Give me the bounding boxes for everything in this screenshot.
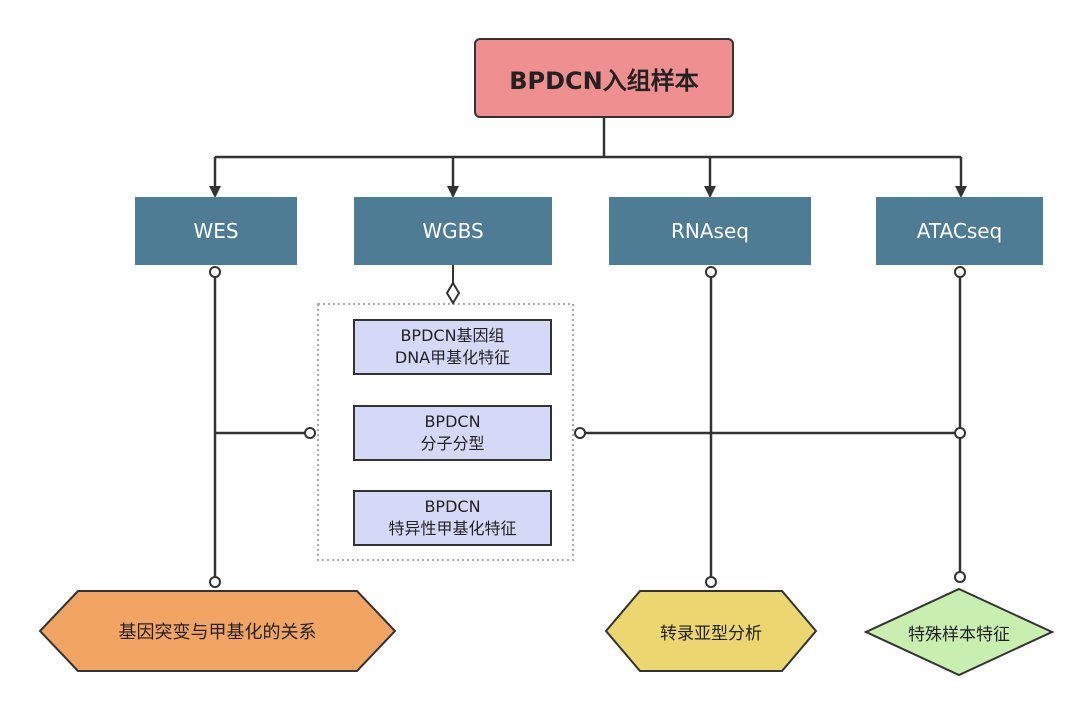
root-label: BPDCN入组样本 (509, 66, 699, 95)
wgbs-aggregation-connector (445, 265, 461, 305)
atacseq-connector (580, 273, 962, 577)
outcome-special-sample: 特殊样本特征 (866, 589, 1052, 675)
root-node: BPDCN入组样本 (474, 38, 734, 118)
subtype-node-specific-methylation: BPDCN 特异性甲基化特征 (353, 490, 552, 546)
subtype-line1: BPDCN基因组 (400, 326, 505, 346)
outcome-label: 特殊样本特征 (908, 624, 1010, 645)
connector-endpoints (209, 266, 966, 588)
method-node-wes: WES (135, 197, 297, 265)
subtype-line1: BPDCN (424, 412, 481, 432)
outcome-mutation-methylation: 基因突变与甲基化的关系 (40, 591, 395, 671)
method-label: WES (193, 219, 239, 243)
subtype-node-molecular-typing: BPDCN 分子分型 (353, 405, 552, 461)
outcome-label: 转录亚型分析 (660, 623, 762, 644)
method-node-wgbs: WGBS (354, 197, 552, 265)
outcome-label: 基因突变与甲基化的关系 (118, 622, 317, 643)
subtype-node-genome-methylation: BPDCN基因组 DNA甲基化特征 (353, 319, 552, 375)
outcome-shape-transcription-subtype (604, 590, 818, 672)
method-node-atacseq: ATACseq (876, 197, 1043, 265)
subtype-line2: DNA甲基化特征 (394, 348, 511, 367)
subtype-line2: 特异性甲基化特征 (388, 519, 517, 538)
method-label: RNAseq (671, 219, 749, 243)
subtype-line2: 分子分型 (420, 434, 485, 453)
outcome-shape-mutation-methylation (38, 590, 397, 672)
method-label: ATACseq (916, 219, 1003, 243)
method-node-rnaseq: RNAseq (609, 197, 811, 265)
wes-connector (213, 273, 310, 582)
outcome-shape-special-sample (863, 587, 1055, 677)
method-label: WGBS (422, 219, 484, 243)
root-branch-connectors (209, 118, 967, 198)
outcome-transcription-subtype: 转录亚型分析 (606, 591, 816, 671)
subtype-line1: BPDCN (424, 497, 481, 517)
